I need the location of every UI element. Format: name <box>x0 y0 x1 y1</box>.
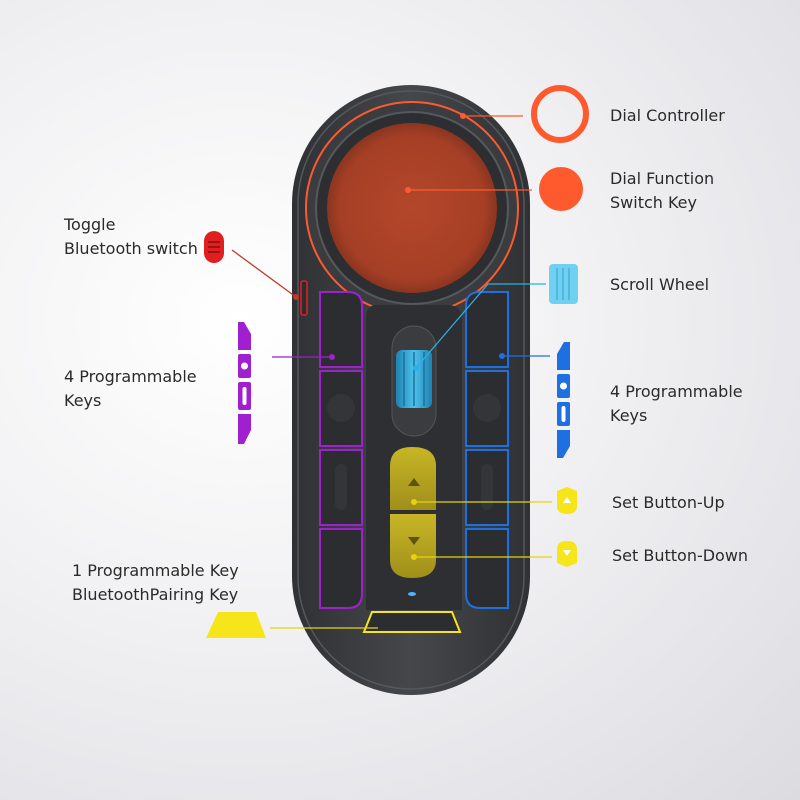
dial-controller-icon <box>531 85 589 143</box>
label-toggle-line2: Bluetooth switch <box>64 239 198 258</box>
set-button-down[interactable] <box>390 514 436 578</box>
right-key-2[interactable] <box>465 370 509 447</box>
status-led <box>408 592 416 596</box>
left-programmable-keys <box>319 291 363 609</box>
scroll-wheel-icon <box>549 264 578 304</box>
label-scroll-wheel: Scroll Wheel <box>610 275 710 294</box>
leader-dots <box>293 113 505 560</box>
pairing-key[interactable] <box>362 611 462 633</box>
set-down-icon <box>557 541 577 567</box>
toggle-switch[interactable] <box>300 280 308 316</box>
right-keys-icon <box>557 342 570 458</box>
label-dial-controller: Dial Controller <box>610 106 725 125</box>
set-button-up[interactable] <box>390 447 436 510</box>
label-dial-function-line2: Switch Key <box>610 193 697 212</box>
label-dial-function-line1: Dial Function <box>610 169 715 188</box>
left-key-1[interactable] <box>319 291 363 368</box>
label-set-down: Set Button-Down <box>612 546 749 565</box>
right-key-4[interactable] <box>465 528 509 609</box>
label-left-keys-line2: Keys <box>64 391 102 410</box>
pairing-key-icon <box>206 612 266 638</box>
label-right-keys-line2: Keys <box>610 406 648 425</box>
leader-lines <box>231 115 552 629</box>
toggle-switch-icon <box>204 231 224 263</box>
label-set-up: Set Button-Up <box>612 493 725 512</box>
label-left-keys-line1: 4 Programmable <box>64 367 197 386</box>
label-right-keys-line1: 4 Programmable <box>610 382 743 401</box>
label-toggle-line1: Toggle <box>64 215 116 234</box>
label-pairing-line2: BluetoothPairing Key <box>72 585 239 604</box>
left-key-4[interactable] <box>319 528 363 609</box>
set-up-icon <box>557 487 577 514</box>
dial-controller[interactable] <box>305 101 519 315</box>
right-key-1[interactable] <box>465 291 509 368</box>
right-programmable-keys <box>465 291 509 609</box>
scroll-wheel[interactable] <box>391 325 437 437</box>
left-keys-icon <box>238 322 251 444</box>
label-pairing-line1: 1 Programmable Key <box>72 561 239 580</box>
dial-switch-key-icon <box>539 167 583 211</box>
